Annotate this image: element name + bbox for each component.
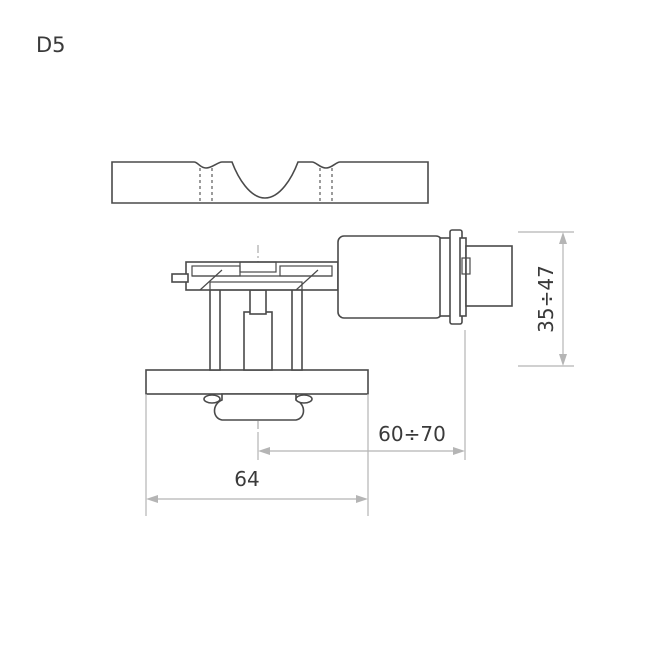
arrow-left	[258, 447, 270, 455]
arrow-right	[356, 495, 368, 503]
lamp-ring	[459, 237, 467, 317]
post-left	[209, 285, 221, 371]
drawing-code-label: D5	[36, 33, 66, 57]
knob-tab-right	[295, 394, 313, 404]
post-right	[291, 285, 303, 371]
top-view-bar	[111, 161, 429, 204]
head-contact-mid	[239, 261, 277, 273]
head-linkage	[199, 269, 319, 291]
dimension-offset: 60÷70	[257, 330, 466, 460]
dimension-width: 64	[145, 394, 369, 516]
head-base	[209, 281, 303, 291]
arrow-right	[453, 447, 465, 455]
offset-range-label: 60÷70	[378, 422, 446, 446]
lamp-body	[337, 235, 443, 319]
height-range-label: 35÷47	[534, 265, 558, 333]
locking-knob	[213, 393, 305, 421]
arrow-down	[559, 354, 567, 366]
contact-head	[171, 261, 339, 291]
base-width-label: 64	[234, 467, 259, 491]
arrow-left	[146, 495, 158, 503]
arrow-up	[559, 232, 567, 244]
top-bar-outline	[111, 161, 429, 204]
head-pin-left	[171, 273, 189, 283]
stem-collar	[249, 289, 267, 315]
lamp-latch	[461, 257, 471, 275]
dimension-height: 35÷47	[518, 231, 574, 367]
knob-tab-left	[203, 394, 221, 404]
lamp-front-cap	[465, 245, 513, 307]
side-view-assembly	[145, 229, 513, 432]
center-stem	[243, 311, 273, 371]
mounting-plate	[145, 369, 369, 395]
